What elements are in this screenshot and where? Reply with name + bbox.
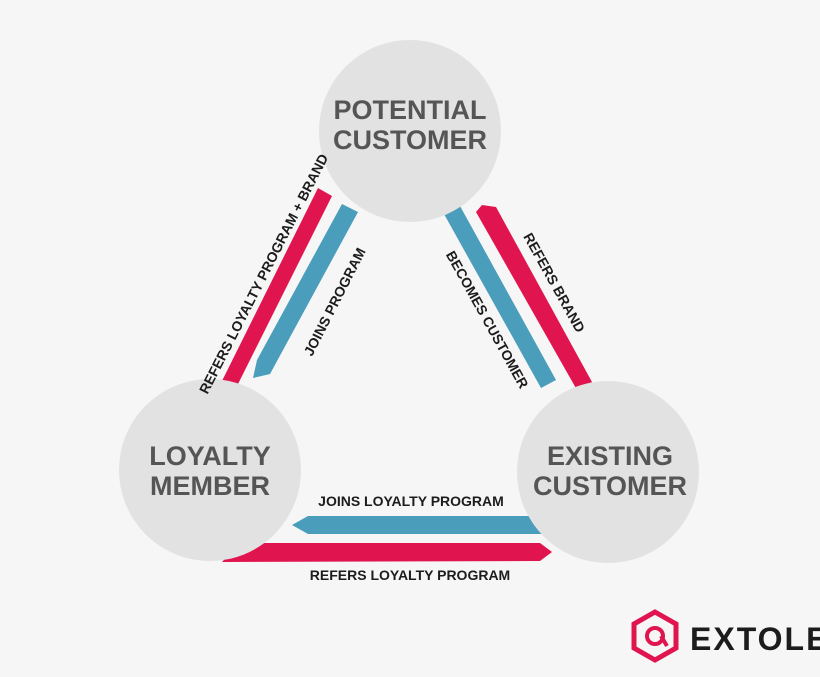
label-joins-loyalty-program: JOINS LOYALTY PROGRAM [318, 493, 504, 509]
arrow-becomes-customer [444, 206, 556, 388]
arrow-refers-loyalty-program-brand [220, 188, 332, 388]
label-refers-loyalty-program: REFERS LOYALTY PROGRAM [310, 567, 510, 583]
extole-logo-icon [631, 609, 679, 663]
brand-wordmark: EXTOLE [690, 621, 820, 657]
arrow-refers-loyalty-program [222, 543, 552, 562]
loyalty-member-line1: LOYALTY [149, 441, 271, 471]
existing-customer-line1: EXISTING [547, 441, 673, 471]
arrow-refers-brand [476, 205, 592, 390]
node-potential-customer [319, 40, 501, 222]
existing-customer-line2: CUSTOMER [533, 471, 687, 501]
loyalty-member-line2: MEMBER [150, 471, 270, 501]
potential-customer-line2: CUSTOMER [333, 125, 487, 155]
node-loyalty-member [119, 379, 301, 561]
potential-customer-line1: POTENTIAL [334, 95, 487, 125]
node-existing-customer [517, 381, 699, 563]
arrow-joins-loyalty-program [292, 516, 545, 534]
arrow-joins-program [253, 204, 358, 378]
